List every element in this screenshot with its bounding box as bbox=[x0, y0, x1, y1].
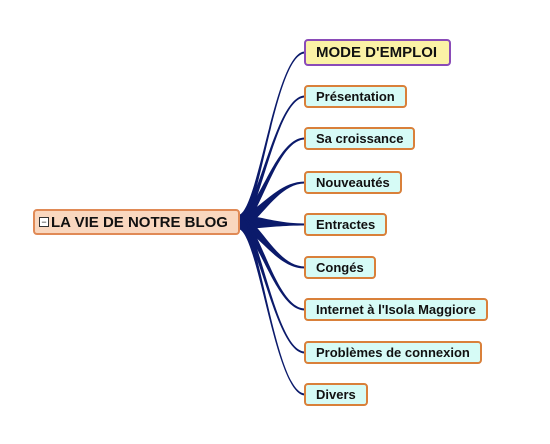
topic-presentation[interactable]: Présentation bbox=[304, 85, 407, 108]
topic-label: Présentation bbox=[316, 89, 395, 104]
topic-divers[interactable]: Divers bbox=[304, 383, 368, 406]
topic-label: Sa croissance bbox=[316, 131, 404, 146]
branch-line bbox=[238, 215, 305, 269]
topic-internet-isola-maggiore[interactable]: Internet à l'Isola Maggiore bbox=[304, 298, 488, 321]
root-topic-label: LA VIE DE NOTRE BLOG bbox=[51, 213, 228, 231]
topic-problemes-de-connexion[interactable]: Problèmes de connexion bbox=[304, 341, 482, 364]
topic-label: Nouveautés bbox=[316, 175, 390, 190]
branch-line bbox=[238, 95, 305, 229]
topic-label: Internet à l'Isola Maggiore bbox=[316, 302, 476, 317]
root-topic[interactable]: − LA VIE DE NOTRE BLOG bbox=[33, 209, 240, 235]
topic-conges[interactable]: Congés bbox=[304, 256, 376, 279]
topic-label: Entractes bbox=[316, 217, 376, 232]
branch-line bbox=[238, 137, 305, 229]
topic-nouveautes[interactable]: Nouveautés bbox=[304, 171, 402, 194]
topic-label: Problèmes de connexion bbox=[316, 345, 470, 360]
topic-entractes[interactable]: Entractes bbox=[304, 213, 388, 236]
topic-label: Congés bbox=[316, 260, 364, 275]
topic-mode-d-emploi[interactable]: MODE D'EMPLOI bbox=[304, 39, 452, 66]
branch-line bbox=[238, 51, 305, 229]
topic-label: Divers bbox=[316, 387, 356, 402]
branch-line bbox=[238, 215, 305, 311]
branch-line bbox=[238, 215, 305, 354]
branch-line bbox=[238, 215, 305, 396]
topic-label: MODE D'EMPLOI bbox=[316, 44, 438, 61]
topic-sa-croissance[interactable]: Sa croissance bbox=[304, 127, 416, 150]
collapse-icon[interactable]: − bbox=[39, 217, 49, 227]
